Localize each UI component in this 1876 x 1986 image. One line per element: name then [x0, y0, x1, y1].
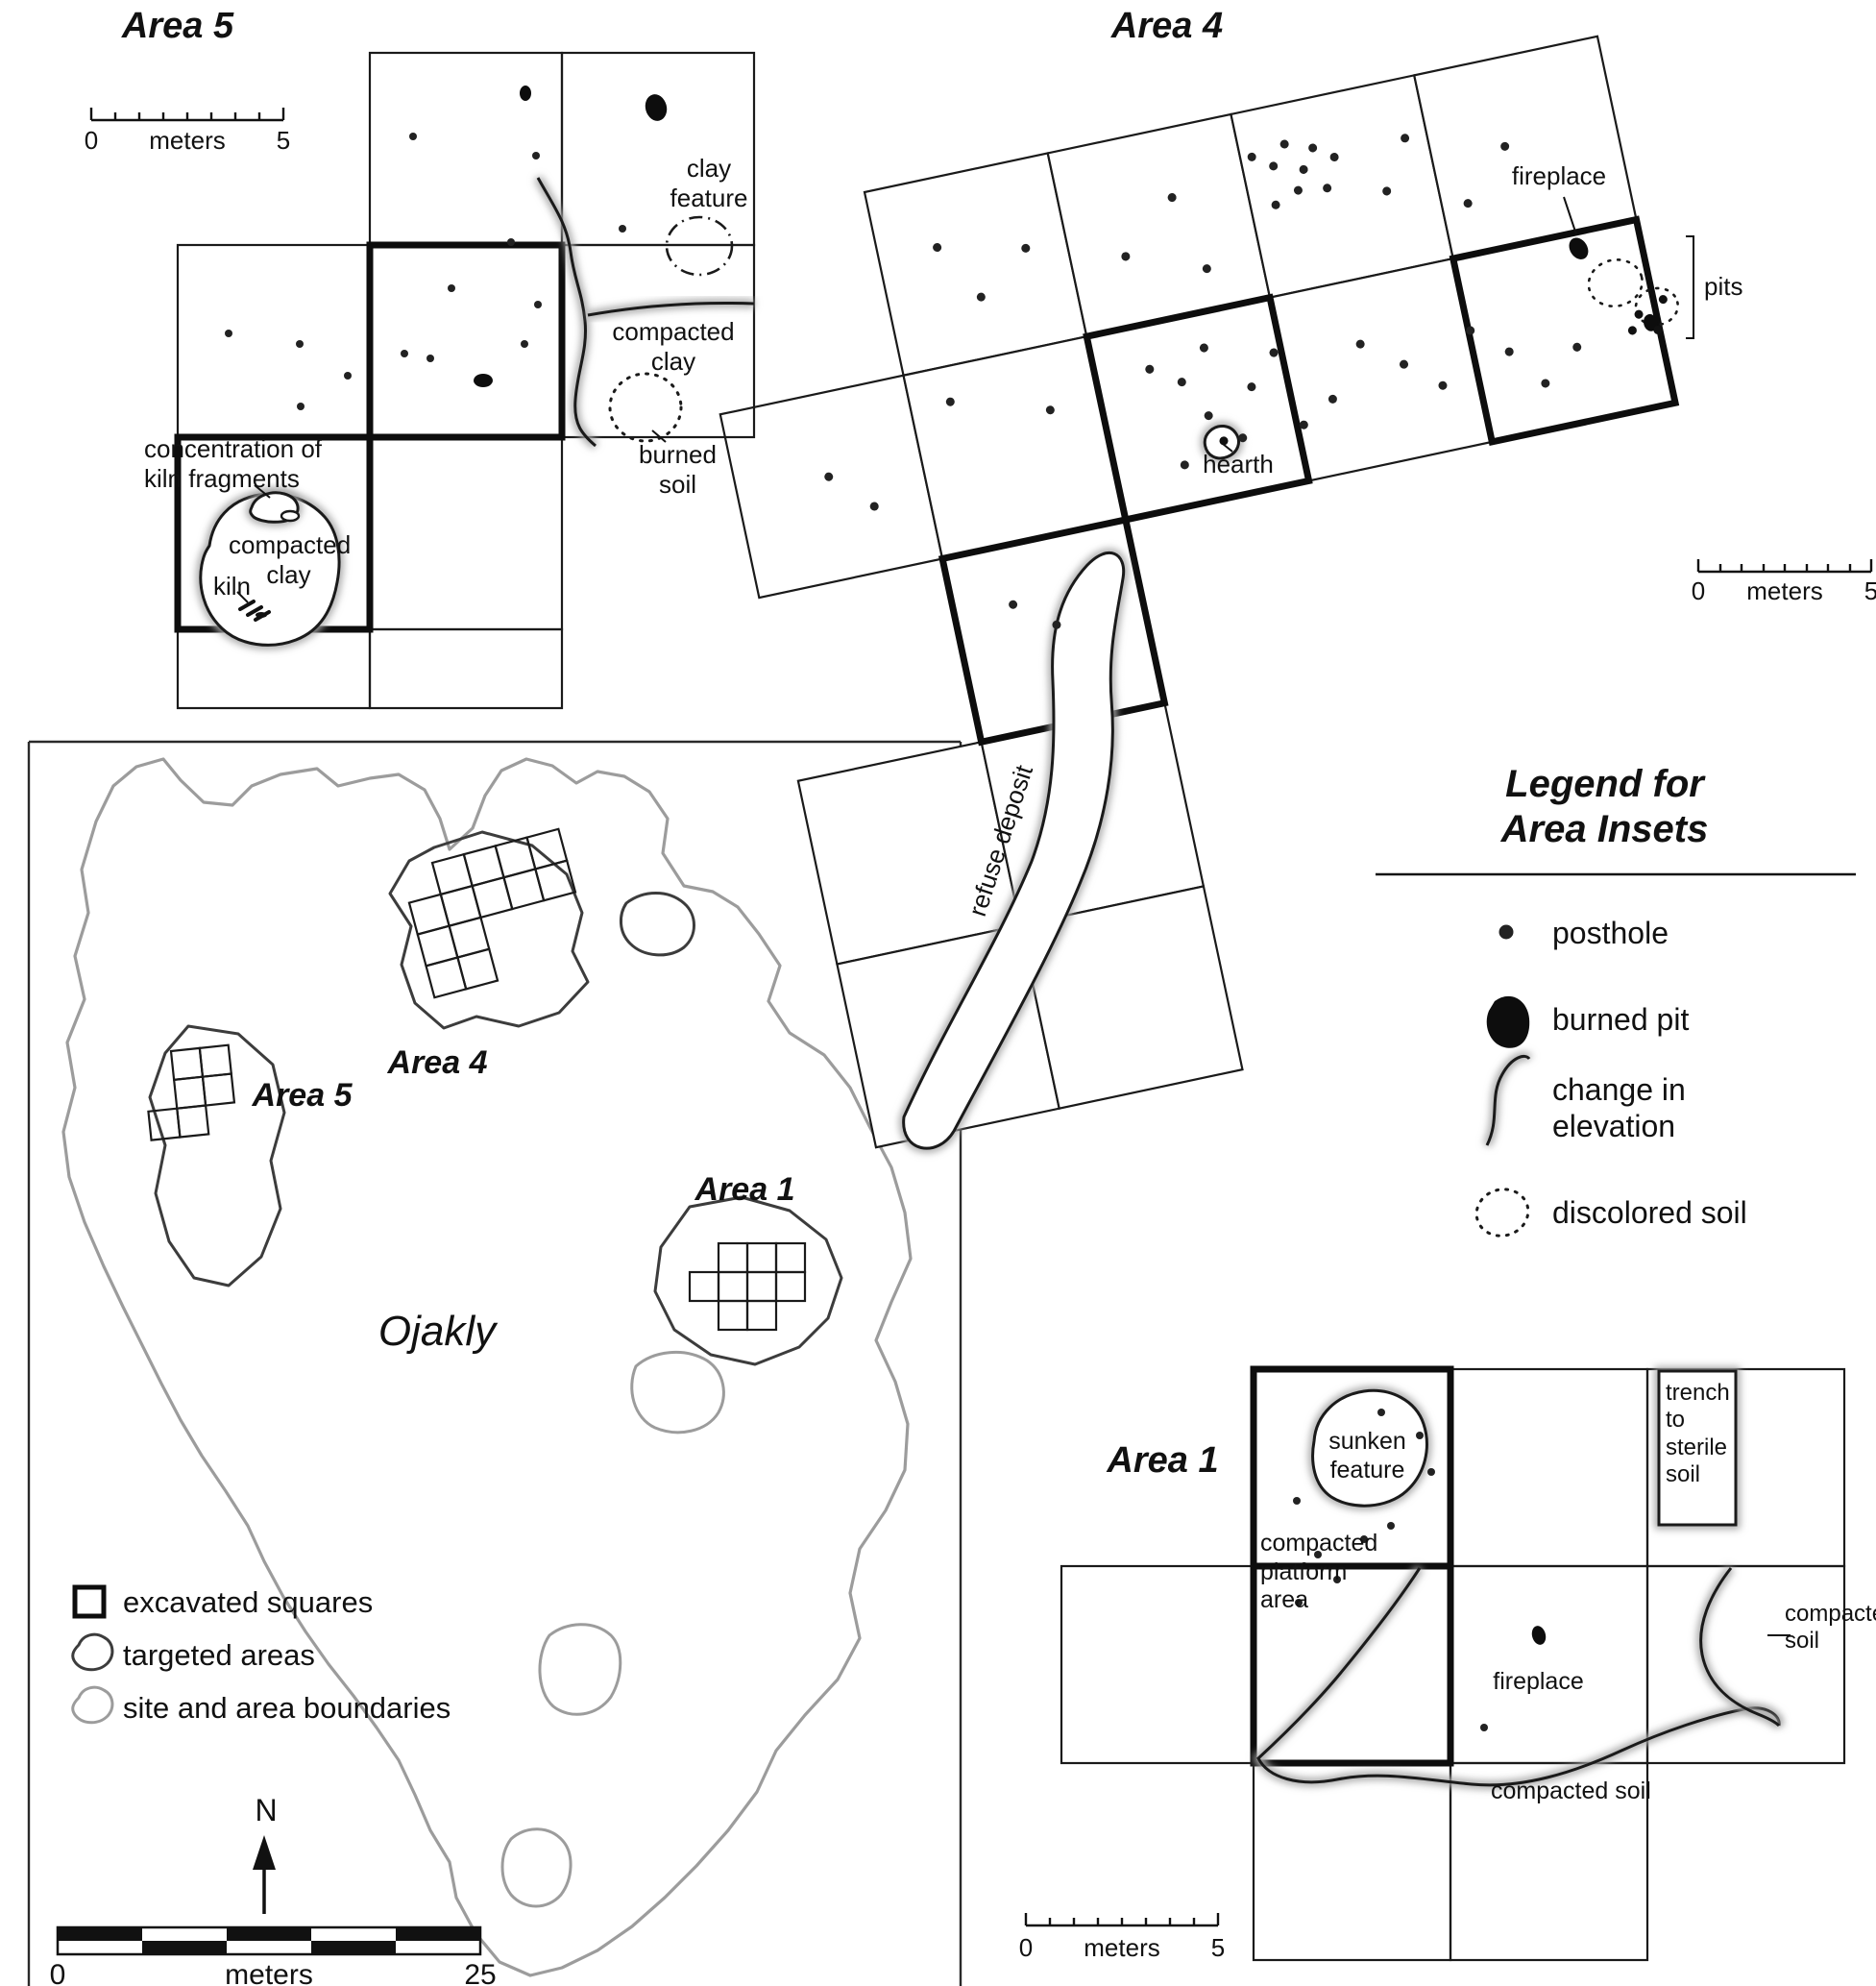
site-scale-bar: [56, 1925, 482, 1956]
mini-grid-area4: [407, 827, 577, 999]
legend-excavated-label: excavated squares: [123, 1585, 374, 1619]
area5-elevation-line: [538, 178, 754, 446]
targeted-area-small: [620, 892, 695, 957]
hearth-label: hearth: [1203, 450, 1274, 478]
site-map: [56, 757, 913, 1977]
trench-label: trench to sterile soil: [1666, 1380, 1730, 1487]
burned-pit-label: burned pit: [1552, 1002, 1690, 1037]
discolored-soil-icon: [1474, 1188, 1530, 1238]
area1-postholes: [1293, 1409, 1488, 1731]
kiln-marks: [238, 600, 271, 622]
area1-fireplace-label: fireplace: [1493, 1668, 1584, 1695]
area5-postholes: [225, 133, 626, 410]
clay-feature-label: clay feature: [670, 154, 748, 212]
area4-postholes: [824, 134, 1582, 629]
kiln-fragments-blob: [251, 493, 299, 523]
burned-pit-icon: [1486, 995, 1530, 1048]
area5-scale-zero: 0: [84, 126, 99, 155]
hearth-feature: [1202, 423, 1241, 461]
site-scale-zero: 0: [49, 1959, 66, 1986]
site-boundaries-icon: [71, 1685, 114, 1725]
elevation-change-label: change in elevation: [1552, 1072, 1686, 1143]
area5-burned-pits: [474, 86, 668, 387]
area4-grid: [719, 35, 1680, 1160]
area4-leaders: [1222, 196, 1791, 1636]
area4-scale-unit: meters: [1746, 576, 1823, 605]
area5-scale-unit: meters: [149, 126, 226, 155]
kiln-fragments-label: concentration of kiln fragments: [144, 434, 323, 493]
targeted-area-4: [388, 830, 590, 1030]
targeted-areas-icon: [71, 1632, 114, 1672]
burned-soil-outline: [608, 372, 683, 443]
targeted-area-5: [148, 1024, 286, 1287]
discolored-soil-label: discolored soil: [1552, 1195, 1747, 1230]
pits-features: [1587, 258, 1679, 335]
area5-plan: [89, 51, 754, 710]
site-scale-unit: meters: [225, 1959, 313, 1986]
inset-legend-title: Legend for Area Insets: [1500, 763, 1709, 851]
area4-scale-bar: [1696, 559, 1873, 574]
fireplace-label: fireplace: [1511, 161, 1607, 190]
excavated-squares-icon: [72, 1584, 107, 1619]
elevation-change-icon: [1487, 1056, 1529, 1145]
site-name-label: Ojakly: [378, 1308, 497, 1355]
compacted-clay-left-label: compacted clay: [229, 530, 352, 589]
kiln-label: kiln: [213, 572, 252, 601]
targeted-area-1: [653, 1195, 843, 1366]
area5-scale-max: 5: [276, 126, 291, 155]
area4-scale-zero: 0: [1691, 576, 1706, 605]
area1-scale-zero: 0: [1018, 1933, 1034, 1962]
north-label: N: [255, 1793, 278, 1827]
compacted-platform-label: compacted platform area: [1260, 1530, 1378, 1613]
compacted-soil-right-label: compacted soil: [1785, 1601, 1876, 1655]
pits-label: pits: [1704, 272, 1743, 301]
area4-title: Area 4: [1110, 6, 1224, 46]
area4-scale-max: 5: [1864, 576, 1876, 605]
panel-borders: [27, 740, 962, 1986]
sitemap-area4-label: Area 4: [387, 1044, 488, 1081]
pits-bracket: [1686, 235, 1694, 339]
area4-plan: [719, 35, 1873, 1636]
posthole-label: posthole: [1552, 916, 1669, 950]
site-scale-max: 25: [464, 1959, 497, 1986]
sitemap-area5-label: Area 5: [252, 1077, 353, 1114]
area1-scale-unit: meters: [1084, 1933, 1160, 1962]
burned-soil-label: burned soil: [639, 440, 717, 499]
mini-grid-area5: [147, 1043, 236, 1141]
inset-legend: [1376, 872, 1856, 1238]
compacted-soil-bottom-label: compacted soil: [1491, 1778, 1651, 1804]
clay-feature-outline: [665, 215, 734, 277]
sitemap-area1-label: Area 1: [694, 1171, 795, 1208]
compacted-clay-right-label: compacted clay: [612, 317, 735, 376]
area5-title: Area 5: [121, 6, 234, 46]
area1-fireplace-pit: [1531, 1626, 1547, 1645]
fireplace-pit: [1569, 237, 1589, 259]
area5-leaders: [236, 429, 667, 603]
legend-boundaries-label: site and area boundaries: [123, 1691, 451, 1725]
legend-targeted-label: targeted areas: [123, 1638, 315, 1672]
area1-scale-max: 5: [1210, 1933, 1226, 1962]
area1-title: Area 1: [1107, 1440, 1219, 1481]
area5-scale-bar: [89, 108, 285, 122]
sunken-feature-label: sunken feature: [1328, 1428, 1406, 1483]
posthole-icon: [1498, 924, 1514, 940]
area-boundary-blobs: [500, 1350, 725, 1908]
mini-grid-area1: [688, 1241, 807, 1332]
area1-scale-bar: [1024, 1913, 1220, 1927]
site-boundary-outline: [61, 757, 913, 1977]
north-arrow: [253, 1835, 276, 1914]
area1-excavated-squares: [1250, 1365, 1454, 1767]
area1-plan: [1024, 1365, 1846, 1962]
